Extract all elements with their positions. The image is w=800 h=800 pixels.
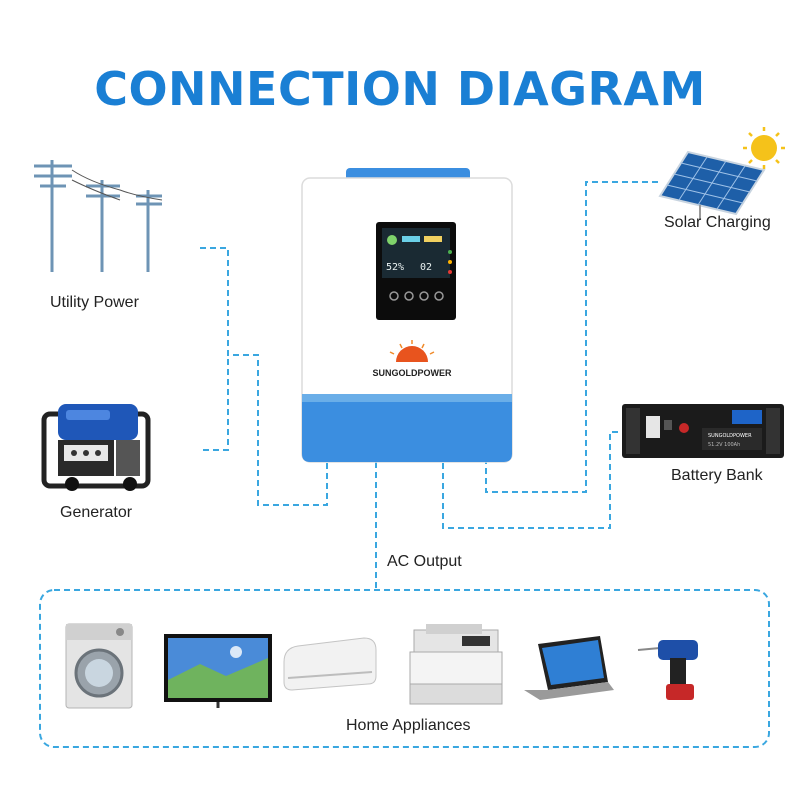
drill-icon (637, 640, 698, 700)
generator-icon (41, 404, 151, 491)
battery-model: 51.2V 100Ah (708, 442, 740, 448)
generator-line (203, 355, 229, 451)
inverter-base (302, 394, 512, 462)
battery-line (442, 431, 628, 529)
lcd-left-reading: 52% (386, 262, 404, 273)
lcd-right-reading: 02 (420, 262, 432, 273)
inverter-unit: 52% 02 SUNGOLDPOWER (301, 168, 513, 463)
solar-charging-label: Solar Charging (664, 214, 771, 231)
sun-logo-icon (389, 340, 435, 362)
sun-icon (743, 127, 785, 169)
home-appliances-label: Home Appliances (346, 717, 471, 734)
connection-lines (39, 181, 770, 748)
utility-power-label: Utility Power (50, 294, 139, 311)
utility-pole-icon (34, 160, 163, 272)
diagram-title: CONNECTION DIAGRAM (94, 62, 706, 116)
air-conditioner-icon (283, 637, 377, 691)
solar-line (485, 181, 658, 493)
tv-icon (164, 634, 272, 708)
home-appliances-box (39, 589, 770, 748)
battery-brand: SUNGOLDPOWER (708, 433, 752, 439)
solar-panel-icon (658, 150, 766, 220)
battery-bank-icon: SUNGOLDPOWER 51.2V 100Ah (622, 404, 784, 458)
battery-bank-label: Battery Bank (671, 467, 763, 484)
inverter-button (389, 291, 399, 301)
generator-label: Generator (60, 504, 133, 521)
ac-output-label: AC Output (387, 553, 462, 570)
inverter-button (434, 291, 444, 301)
washing-machine-icon (65, 623, 133, 709)
printer-icon (409, 624, 503, 705)
inverter-brand: SUNGOLDPOWER (372, 368, 452, 378)
inverter-button (404, 291, 414, 301)
utility-line (200, 247, 328, 506)
inverter-button (419, 291, 429, 301)
laptop-icon (524, 636, 614, 700)
